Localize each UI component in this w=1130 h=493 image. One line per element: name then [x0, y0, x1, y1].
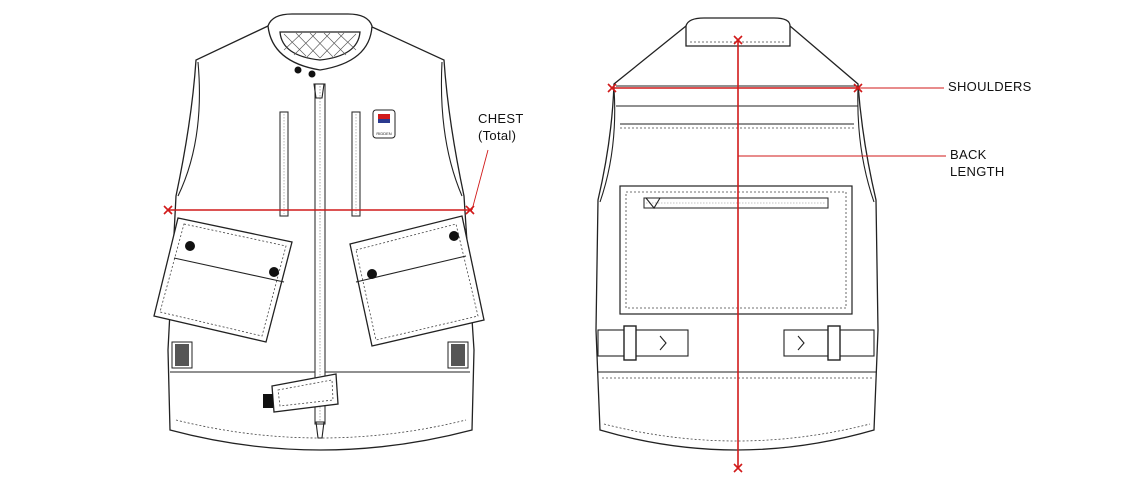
back-left-strap — [597, 325, 689, 361]
shoulders-label: SHOULDERS — [948, 79, 1032, 94]
back-right-armhole — [857, 87, 875, 203]
front-right-armhole — [440, 61, 463, 197]
front-left-pocket — [153, 217, 293, 343]
front-hem-tab — [263, 373, 339, 413]
shoulders-measure-line — [607, 83, 944, 93]
collar-quilt-pattern — [283, 32, 357, 59]
back-collar — [685, 17, 791, 47]
zipper-pull-top — [313, 83, 325, 99]
back-length-measure-line — [733, 35, 946, 473]
collar-quilted-lining — [279, 31, 361, 61]
vest-back-view — [595, 17, 946, 473]
front-left-armhole — [177, 61, 200, 197]
back-length-label: BACK LENGTH — [950, 146, 1005, 180]
collar-snap-left — [294, 66, 302, 74]
vest-front-view: RIDDEN — [153, 13, 489, 451]
back-left-armhole — [599, 87, 616, 203]
collar-snap-right — [308, 70, 316, 78]
left-chest-zipper — [279, 111, 289, 217]
chest-label-line1: CHEST — [478, 111, 524, 126]
front-right-pocket — [349, 215, 485, 347]
back-length-label-line1: BACK — [950, 147, 987, 162]
badge-text: RIDDEN — [376, 131, 391, 136]
brand-badge — [372, 109, 396, 139]
back-pocket — [619, 185, 853, 315]
chest-label-line2: (Total) — [478, 128, 517, 143]
zipper-pull-bottom — [315, 421, 325, 439]
right-chest-zipper — [351, 111, 361, 217]
chest-measure-line — [163, 149, 489, 215]
chest-label: CHEST (Total) — [478, 110, 524, 144]
back-right-strap — [783, 325, 875, 361]
back-length-label-line2: LENGTH — [950, 164, 1005, 179]
